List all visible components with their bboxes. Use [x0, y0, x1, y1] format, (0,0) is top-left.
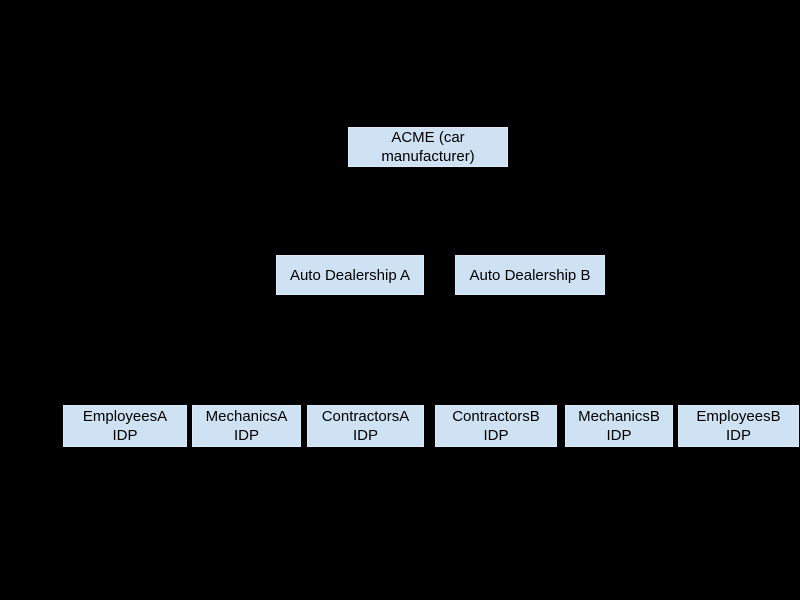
node-acme: ACME (car manufacturer): [348, 127, 508, 167]
node-contractors-a-idp: ContractorsA IDP: [307, 405, 424, 447]
node-employees-b-idp: EmployeesB IDP: [678, 405, 799, 447]
node-mechanics-b-idp: MechanicsB IDP: [565, 405, 673, 447]
node-contractors-b-idp-label: ContractorsB IDP: [452, 408, 540, 444]
node-contractors-b-idp: ContractorsB IDP: [435, 405, 557, 447]
node-mechanics-b-idp-label: MechanicsB IDP: [578, 408, 660, 444]
node-acme-label: ACME (car manufacturer): [381, 129, 475, 165]
node-mechanics-a-idp: MechanicsA IDP: [192, 405, 301, 447]
node-contractors-a-idp-label: ContractorsA IDP: [321, 408, 410, 444]
node-employees-b-idp-label: EmployeesB IDP: [696, 408, 781, 444]
node-auto-dealership-b-label: Auto Dealership B: [469, 266, 591, 284]
node-auto-dealership-a: Auto Dealership A: [276, 255, 424, 295]
node-employees-a-idp: EmployeesA IDP: [63, 405, 187, 447]
node-employees-a-idp-label: EmployeesA IDP: [82, 408, 168, 444]
node-mechanics-a-idp-label: MechanicsA IDP: [205, 408, 288, 444]
node-auto-dealership-b: Auto Dealership B: [455, 255, 605, 295]
node-auto-dealership-a-label: Auto Dealership A: [289, 266, 411, 284]
